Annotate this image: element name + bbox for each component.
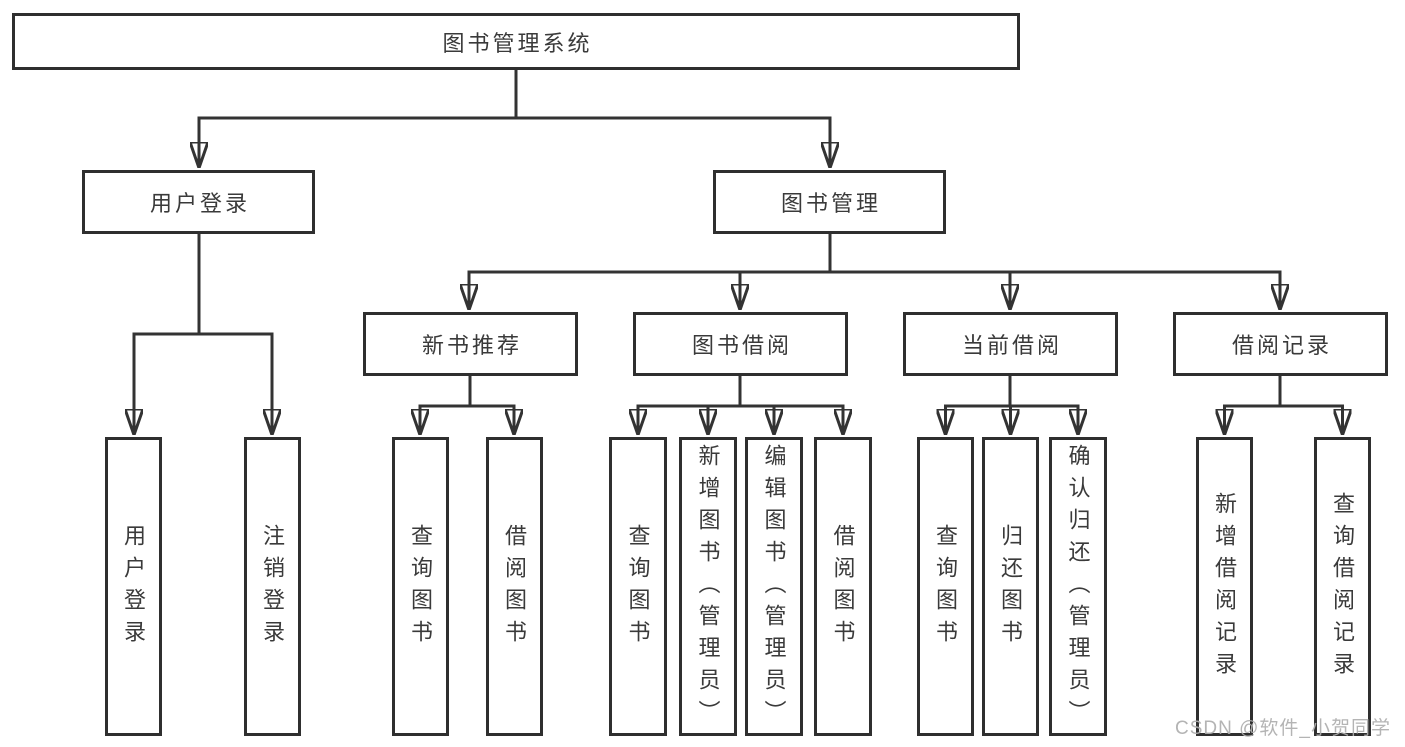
node-label: 新增借阅记录 — [1212, 491, 1237, 684]
node-library-management-system: 图书管理系统 — [12, 13, 1020, 70]
node-label: 归还图书 — [998, 523, 1023, 652]
node-label: 查询借阅记录 — [1330, 491, 1355, 684]
node-label: 新增图书（管理员） — [695, 443, 721, 732]
leaf-confirm-return-admin: 确认归还（管理员） — [1049, 437, 1107, 736]
leaf-query-books-recommend: 查询图书 — [392, 437, 449, 736]
node-label: 查询图书 — [933, 523, 958, 652]
leaf-return-books: 归还图书 — [982, 437, 1039, 736]
csdn-watermark: CSDN @软件_小贺同学 — [1175, 718, 1391, 739]
node-user-login: 用户登录 — [82, 170, 315, 234]
node-label: 编辑图书（管理员） — [761, 443, 787, 732]
edge-new-book-recommend-children — [419, 376, 516, 434]
leaf-query-borrow-record: 查询借阅记录 — [1314, 437, 1371, 736]
node-label: 图书管理 — [780, 191, 881, 216]
edge-root-to-level1 — [198, 70, 832, 167]
leaf-user-login: 用户登录 — [105, 437, 162, 736]
leaf-edit-books-admin: 编辑图书（管理员） — [745, 437, 803, 736]
node-label: 注销登录 — [260, 523, 285, 652]
node-borrowing-records: 借阅记录 — [1173, 312, 1388, 376]
edge-current-borrowing-children — [944, 376, 1080, 434]
node-book-management: 图书管理 — [713, 170, 946, 234]
leaf-borrow-books: 借阅图书 — [814, 437, 872, 736]
node-label: 图书借阅 — [691, 333, 792, 358]
node-label: 用户登录 — [149, 191, 250, 216]
node-current-borrowing: 当前借阅 — [903, 312, 1118, 376]
leaf-query-books-current: 查询图书 — [917, 437, 974, 736]
node-label: 确认归还（管理员） — [1065, 443, 1091, 732]
node-label: 用户登录 — [121, 523, 146, 652]
leaf-add-borrow-record: 新增借阅记录 — [1196, 437, 1253, 736]
leaf-borrow-books-recommend: 借阅图书 — [486, 437, 543, 736]
node-label: 借阅图书 — [830, 523, 856, 652]
node-label: 图书管理系统 — [442, 30, 593, 56]
node-book-borrowing: 图书借阅 — [633, 312, 848, 376]
leaf-query-books-borrowing: 查询图书 — [609, 437, 667, 736]
leaf-logout: 注销登录 — [244, 437, 301, 736]
node-label: 查询图书 — [625, 523, 651, 652]
edge-user-login-children — [133, 234, 274, 434]
edge-book-borrowing-children — [637, 376, 845, 434]
node-label: 借阅记录 — [1231, 333, 1332, 358]
leaf-add-books-admin: 新增图书（管理员） — [679, 437, 737, 736]
edge-borrowing-records-children — [1223, 376, 1344, 434]
node-label: 借阅图书 — [502, 523, 527, 652]
node-new-book-recommend: 新书推荐 — [363, 312, 578, 376]
node-label: 查询图书 — [408, 523, 433, 652]
node-label: 新书推荐 — [421, 333, 522, 358]
edge-book-management-children — [468, 234, 1282, 309]
node-label: 当前借阅 — [961, 333, 1062, 358]
